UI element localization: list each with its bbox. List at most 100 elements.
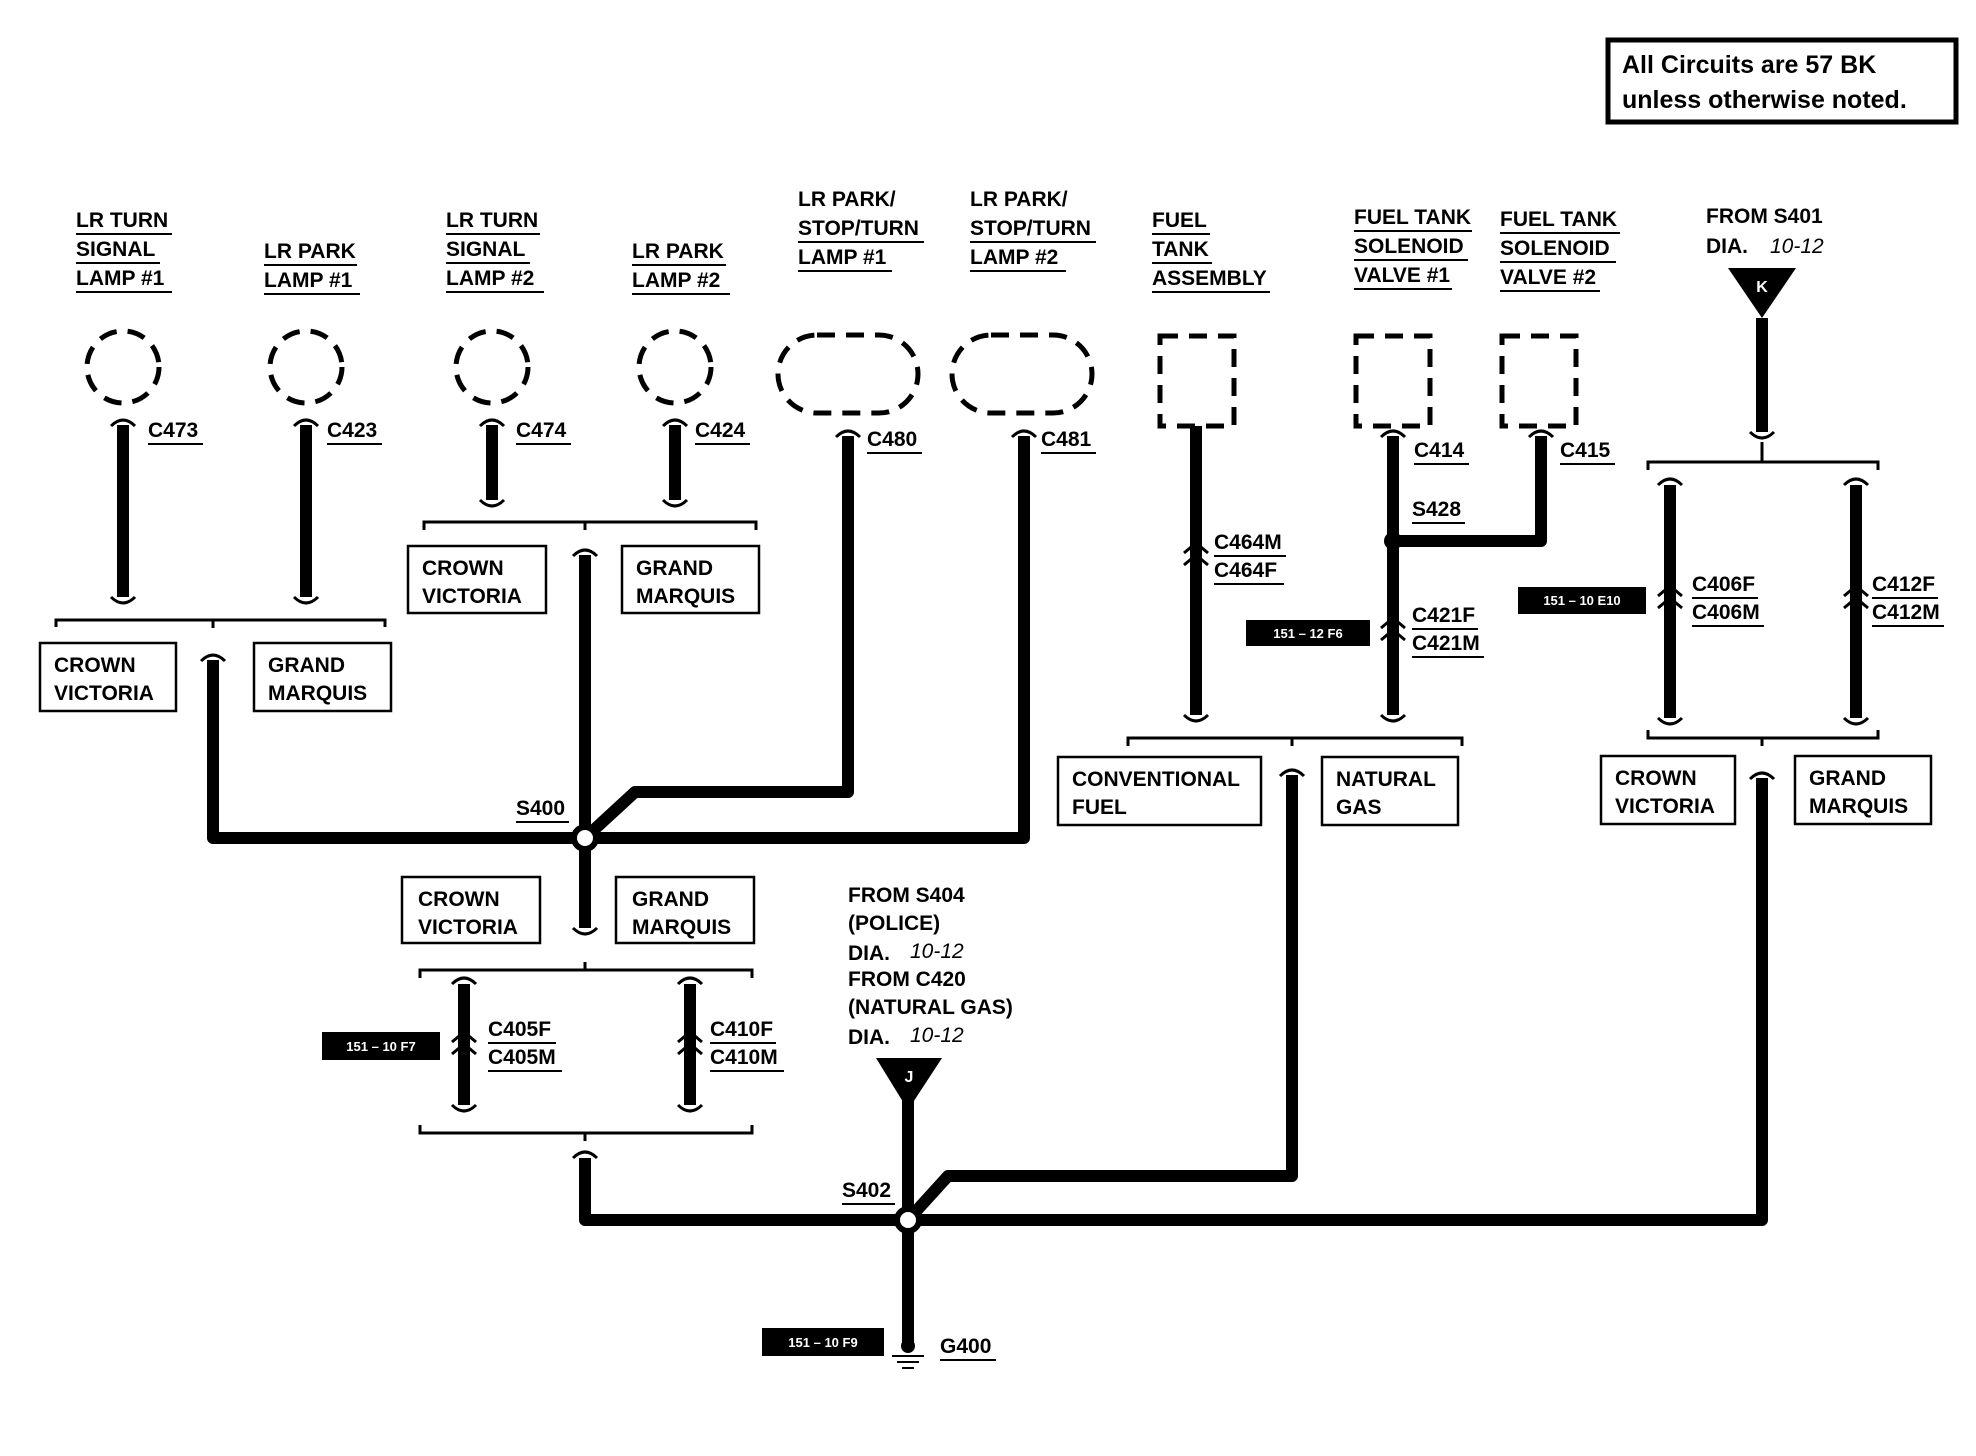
svg-text:CONVENTIONAL: CONVENTIONAL <box>1072 768 1240 791</box>
connector-c405m: C405M <box>488 1046 556 1069</box>
circuit-note-line1: All Circuits are 57 BK <box>1622 51 1876 79</box>
connector-c415: C415 <box>1560 439 1611 462</box>
svg-text:10-12: 10-12 <box>910 1024 964 1047</box>
wire-grand-bottom <box>579 1158 908 1226</box>
option-grand-marquis-4: GRAND MARQUIS <box>1793 754 1933 826</box>
splice-s400: S400 <box>516 797 599 852</box>
svg-text:NATURAL: NATURAL <box>1336 768 1436 791</box>
svg-text:SOLENOID: SOLENOID <box>1354 235 1464 258</box>
svg-text:CROWN: CROWN <box>54 654 136 677</box>
svg-text:LR PARK: LR PARK <box>632 240 724 263</box>
svg-text:LR PARK: LR PARK <box>264 240 356 263</box>
svg-text:LAMP #2: LAMP #2 <box>632 269 720 292</box>
connector-c424: C424 <box>695 419 746 442</box>
connector-c481: C481 <box>1041 428 1092 451</box>
svg-text:151 – 10 F9: 151 – 10 F9 <box>788 1335 857 1350</box>
connector-c473: C473 <box>148 419 198 442</box>
lr-turn-signal-lamp-1-label: LR TURN SIGNAL LAMP #1 <box>76 209 172 293</box>
option-grand-marquis-2: GRAND MARQUIS <box>620 544 761 615</box>
svg-text:TANK: TANK <box>1152 238 1209 261</box>
connector-c480: C480 <box>867 428 917 451</box>
connector-c406f: C406F <box>1692 573 1755 596</box>
svg-text:VICTORIA: VICTORIA <box>422 585 522 608</box>
svg-text:GRAND: GRAND <box>268 654 345 677</box>
splice-s402: S402 <box>842 1179 922 1234</box>
connector-c410m: C410M <box>710 1046 778 1069</box>
wires <box>117 318 1862 1343</box>
svg-text:LAMP #1: LAMP #1 <box>264 269 353 292</box>
connector-c414: C414 <box>1414 439 1465 462</box>
svg-text:VALVE #2: VALVE #2 <box>1500 266 1596 289</box>
connector-labels: C473 C423 C474 C424 C480 C481 C414 C415 … <box>148 419 1944 1072</box>
connector-k-icon <box>1728 268 1796 318</box>
wire-cv-left <box>207 660 585 844</box>
wire-pst-2 <box>585 436 1030 844</box>
connector-c423: C423 <box>327 419 377 442</box>
lr-park-stop-turn-lamp-1-label: LR PARK/ STOP/TURN LAMP #1 <box>798 188 924 272</box>
option-conventional-fuel: CONVENTIONAL FUEL <box>1056 755 1263 827</box>
connector-c410f: C410F <box>710 1018 773 1041</box>
svg-text:DIA.: DIA. <box>848 1026 890 1049</box>
fuel-tank-solenoid-valve-2-icon <box>1499 333 1579 429</box>
ref-151-10-e10: 151 – 10 E10 <box>1518 587 1646 614</box>
option-natural-gas: NATURAL GAS <box>1320 755 1460 827</box>
svg-text:ASSEMBLY: ASSEMBLY <box>1152 267 1267 290</box>
lr-park-stop-turn-lamp-2-icon <box>949 332 1095 416</box>
svg-text:SOLENOID: SOLENOID <box>1500 237 1610 260</box>
svg-text:151 – 10 E10: 151 – 10 E10 <box>1543 593 1620 608</box>
svg-text:10-12: 10-12 <box>910 940 964 963</box>
svg-text:FUEL TANK: FUEL TANK <box>1354 206 1471 229</box>
svg-text:LR PARK/: LR PARK/ <box>798 188 896 211</box>
lr-park-lamp-1-icon <box>267 328 345 406</box>
connector-c412f: C412F <box>1872 573 1935 596</box>
lr-turn-signal-lamp-2-icon <box>453 328 531 406</box>
lr-turn-signal-lamp-2-label: LR TURN SIGNAL LAMP #2 <box>446 209 544 293</box>
svg-text:VICTORIA: VICTORIA <box>1615 795 1715 818</box>
option-crown-victoria-4: CROWN VICTORIA <box>1599 754 1737 826</box>
svg-text:(NATURAL GAS): (NATURAL GAS) <box>848 996 1013 1019</box>
fuel-tank-solenoid-valve-1-icon <box>1353 333 1433 429</box>
svg-text:VICTORIA: VICTORIA <box>54 682 154 705</box>
svg-text:CROWN: CROWN <box>422 557 504 580</box>
connector-c406m: C406M <box>1692 601 1760 624</box>
fuel-tank-solenoid-valve-2-label: FUEL TANK SOLENOID VALVE #2 <box>1500 208 1620 292</box>
svg-text:GAS: GAS <box>1336 796 1382 819</box>
svg-text:LR TURN: LR TURN <box>446 209 538 232</box>
ref-151-10-f7: 151 – 10 F7 <box>322 1032 440 1060</box>
svg-text:GRAND: GRAND <box>632 888 709 911</box>
svg-text:DIA.: DIA. <box>1706 235 1748 258</box>
lr-park-stop-turn-lamp-2-label: LR PARK/ STOP/TURN LAMP #2 <box>970 188 1096 272</box>
wire-sol-2 <box>1393 436 1547 547</box>
svg-text:LR PARK/: LR PARK/ <box>970 188 1068 211</box>
svg-text:MARQUIS: MARQUIS <box>268 682 367 705</box>
svg-text:SIGNAL: SIGNAL <box>446 238 526 261</box>
wire-pst-1 <box>580 436 854 843</box>
circuit-note: All Circuits are 57 BK unless otherwise … <box>1605 37 1959 125</box>
svg-text:10-12: 10-12 <box>1770 235 1824 258</box>
splice-s400-label: S400 <box>516 797 565 820</box>
svg-text:K: K <box>1756 279 1768 296</box>
svg-text:LAMP #1: LAMP #1 <box>76 267 165 290</box>
svg-text:LAMP #1: LAMP #1 <box>798 246 887 269</box>
connector-c412m: C412M <box>1872 601 1940 624</box>
option-crown-victoria-1: CROWN VICTORIA <box>38 641 178 713</box>
svg-text:LAMP #2: LAMP #2 <box>446 267 534 290</box>
connector-c464f: C464F <box>1214 559 1277 582</box>
svg-text:J: J <box>905 1069 914 1086</box>
svg-text:FUEL TANK: FUEL TANK <box>1500 208 1617 231</box>
svg-text:FUEL: FUEL <box>1152 209 1207 232</box>
svg-text:(POLICE): (POLICE) <box>848 912 940 935</box>
splice-s402-label: S402 <box>842 1179 891 1202</box>
lr-park-lamp-1-label: LR PARK LAMP #1 <box>264 240 360 295</box>
svg-text:DIA.: DIA. <box>848 942 890 965</box>
ground-g400-icon: G400 <box>940 1335 991 1358</box>
connector-c474: C474 <box>516 419 567 442</box>
svg-text:SIGNAL: SIGNAL <box>76 238 156 261</box>
svg-text:MARQUIS: MARQUIS <box>1809 795 1908 818</box>
svg-text:MARQUIS: MARQUIS <box>636 585 735 608</box>
ref-151-12-f6: 151 – 12 F6 <box>1246 620 1370 646</box>
ground-g400: G400 <box>892 1335 996 1369</box>
ref-151-10-f9: 151 – 10 F9 <box>762 1328 884 1356</box>
lr-turn-signal-lamp-1-icon <box>84 328 162 406</box>
option-crown-victoria-3: CROWN VICTORIA <box>400 875 542 945</box>
